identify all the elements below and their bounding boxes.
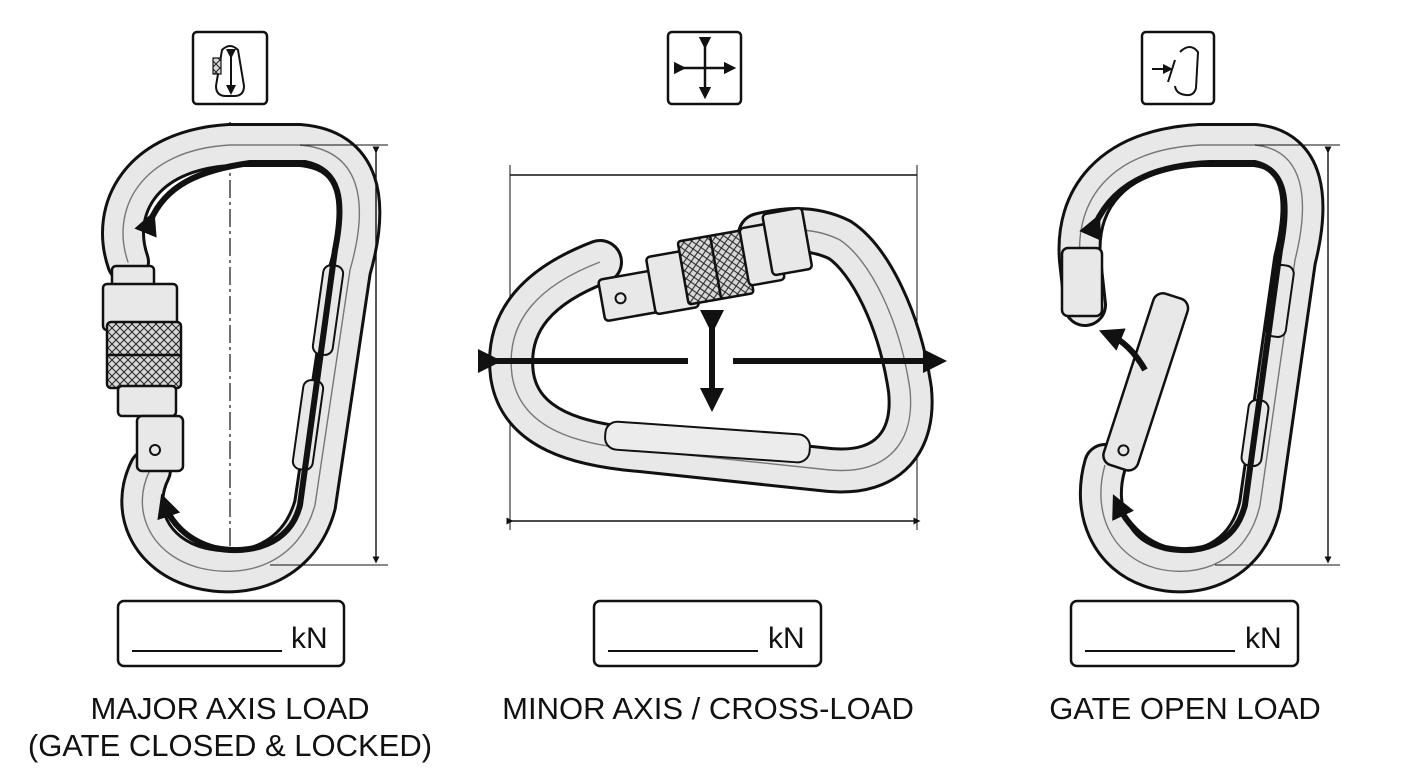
open-gate-carabiner-icon (1140, 30, 1216, 106)
gate-open-value-box[interactable]: kN (1069, 599, 1300, 668)
gate-open-dimension (1215, 144, 1340, 566)
minor-axis-panel: kN (478, 30, 947, 668)
gate-open-unit: kN (1245, 622, 1282, 655)
major-axis-carabiner (101, 123, 382, 594)
minor-axis-value-box[interactable]: kN (592, 599, 823, 668)
major-axis-panel: kN (101, 30, 388, 668)
major-axis-caption: MAJOR AXIS LOAD (GATE CLOSED & LOCKED) (10, 690, 450, 764)
minor-axis-caption-line1: MINOR AXIS / CROSS-LOAD (502, 691, 914, 726)
four-way-arrows-icon (666, 30, 743, 106)
carabiner-arrow-icon (191, 30, 269, 106)
gate-open-carabiner (1057, 123, 1325, 594)
major-axis-caption-line2: (GATE CLOSED & LOCKED) (27, 728, 433, 763)
minor-axis-carabiner (488, 206, 934, 494)
gate-open-caption: GATE OPEN LOAD (1000, 690, 1370, 727)
minor-axis-caption: MINOR AXIS / CROSS-LOAD (468, 690, 948, 727)
cross-load-arrows (478, 310, 947, 412)
major-axis-value-box[interactable]: kN (116, 599, 346, 668)
major-axis-caption-line1: MAJOR AXIS LOAD (90, 691, 370, 726)
gate-open-caption-line1: GATE OPEN LOAD (1049, 691, 1321, 726)
minor-axis-unit: kN (768, 622, 805, 655)
major-axis-unit: kN (291, 622, 328, 655)
major-axis-dimension (270, 144, 388, 566)
gate-open-panel: kN (1057, 30, 1340, 668)
